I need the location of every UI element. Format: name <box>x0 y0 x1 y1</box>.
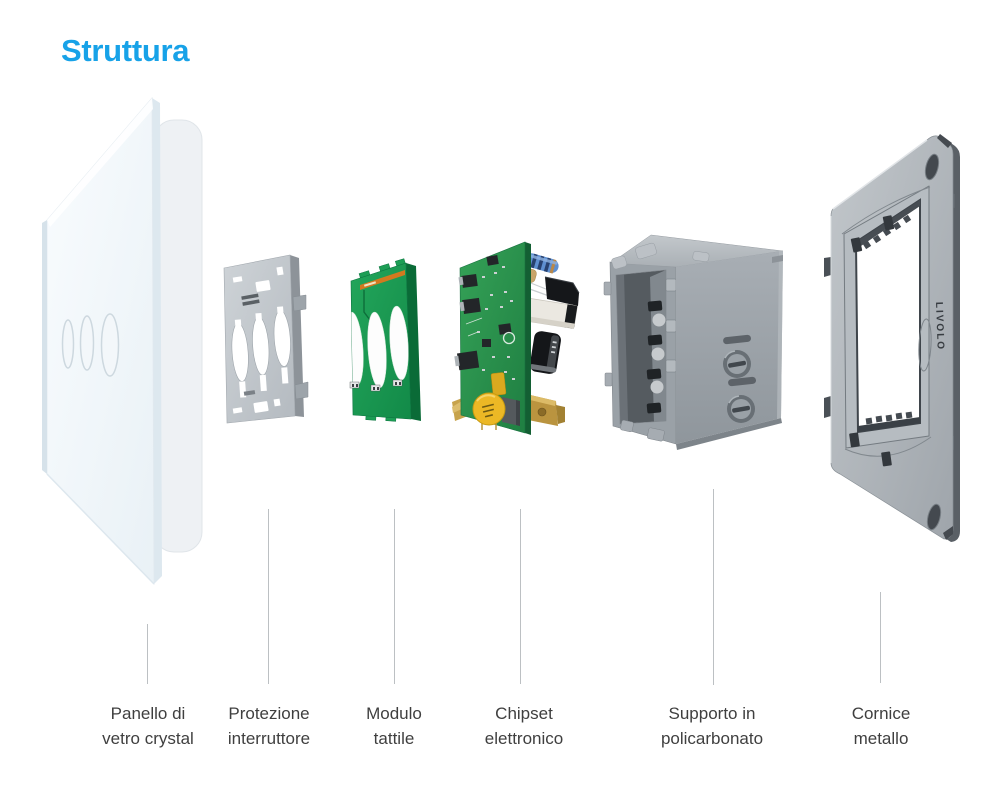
smd-components <box>454 255 516 380</box>
glass-panel-graphic <box>42 96 203 585</box>
support-graphic <box>603 234 784 450</box>
leader-line-touch-module <box>394 509 395 684</box>
chipset-graphic <box>452 241 580 435</box>
part-label-switch-protection: Protezione interruttore <box>184 701 354 751</box>
electrolytic-capacitor <box>529 331 561 374</box>
part-touch-module <box>344 254 432 444</box>
capacitor-yellow-box <box>490 372 507 396</box>
glass-top-bevel <box>47 98 153 227</box>
top-face-tabs <box>611 242 710 270</box>
support-right-face <box>676 251 783 444</box>
touch-module-graphic <box>349 258 421 422</box>
plate-cutouts <box>232 266 284 414</box>
glass-left-edge <box>42 220 47 474</box>
part-label-touch-module: Modulo tattile <box>309 701 479 751</box>
module-side-edge <box>406 263 421 421</box>
label-line: interruttore <box>227 729 311 748</box>
label-line: policarbonato <box>660 729 764 748</box>
flex-cable-strip <box>360 270 405 290</box>
label-line: metallo <box>853 729 909 748</box>
clip-holes <box>849 215 895 467</box>
frame-top-highlight <box>832 139 928 210</box>
chipset-pcb-edge <box>525 242 531 435</box>
warning-label <box>241 293 260 306</box>
inductor-blue <box>524 253 559 274</box>
screw-slot-ovals <box>924 153 942 531</box>
label-line: vetro crystal <box>102 729 194 748</box>
page-title: Struttura <box>61 33 190 68</box>
glass-side-edge <box>152 98 162 584</box>
part-label-metal-frame: Cornice metallo <box>796 701 966 751</box>
plate-side-edge <box>290 255 304 417</box>
side-oval-recess <box>918 318 932 372</box>
part-metal-frame: LIVOLO <box>812 130 987 550</box>
support-corner-notch <box>772 255 783 263</box>
corner-bevels <box>937 134 953 540</box>
label-line: tattile <box>373 729 415 748</box>
leader-line-switch-protection <box>268 509 269 684</box>
plate-side-tabs <box>292 294 309 400</box>
part-electronic-chipset <box>452 236 587 448</box>
label-line: Modulo <box>366 704 422 723</box>
oval-cutouts <box>231 306 291 398</box>
label-line: Cornice <box>851 704 911 723</box>
module-touch-pads <box>351 290 409 389</box>
leader-line-polycarbonate-support <box>713 489 714 685</box>
part-switch-protection <box>214 250 322 440</box>
glass-bottom-edge <box>46 473 155 585</box>
opening-teeth <box>862 214 913 425</box>
label-line: Chipset <box>495 704 553 723</box>
label-line: Panello di <box>110 704 186 723</box>
plateau-top-curve <box>841 186 931 235</box>
leader-line-metal-frame <box>880 592 881 683</box>
ce-mark <box>243 390 256 396</box>
label-line: Supporto in <box>668 704 756 723</box>
part-label-electronic-chipset: Chipset elettronico <box>439 701 609 751</box>
leader-line-electronic-chipset <box>520 509 521 684</box>
flyback-black <box>544 276 580 306</box>
support-right-highlight <box>777 251 783 419</box>
component-gray-block <box>502 397 520 426</box>
relay-white <box>524 298 578 329</box>
frame-left-tabs <box>824 257 831 418</box>
flex-cable-marking <box>363 281 377 287</box>
support-bottom-edge <box>676 418 782 450</box>
frame-side-tabs <box>603 281 665 442</box>
module-connectors <box>349 379 403 392</box>
part-label-polycarbonate-support: Supporto in policarbonato <box>627 701 797 751</box>
label-line: elettronico <box>484 729 564 748</box>
part-glass-panel <box>30 92 215 592</box>
brass-terminal-right <box>526 394 565 426</box>
frame-clip-column <box>665 278 677 373</box>
label-line: Protezione <box>228 704 310 723</box>
opening-bottom-bevel <box>858 417 920 432</box>
disc-capacitor-yellow <box>472 392 506 430</box>
livolo-brand-text: LIVOLO <box>933 302 946 352</box>
screw-terminals <box>723 334 756 423</box>
protection-plate-graphic <box>223 254 309 424</box>
part-label-glass-panel: Panello di vetro crystal <box>63 701 233 751</box>
metal-frame-graphic: LIVOLO <box>824 134 960 542</box>
support-interior <box>616 270 666 424</box>
touch-circles <box>61 313 120 377</box>
leader-line-glass-panel <box>147 624 148 684</box>
part-polycarbonate-support <box>596 230 791 458</box>
